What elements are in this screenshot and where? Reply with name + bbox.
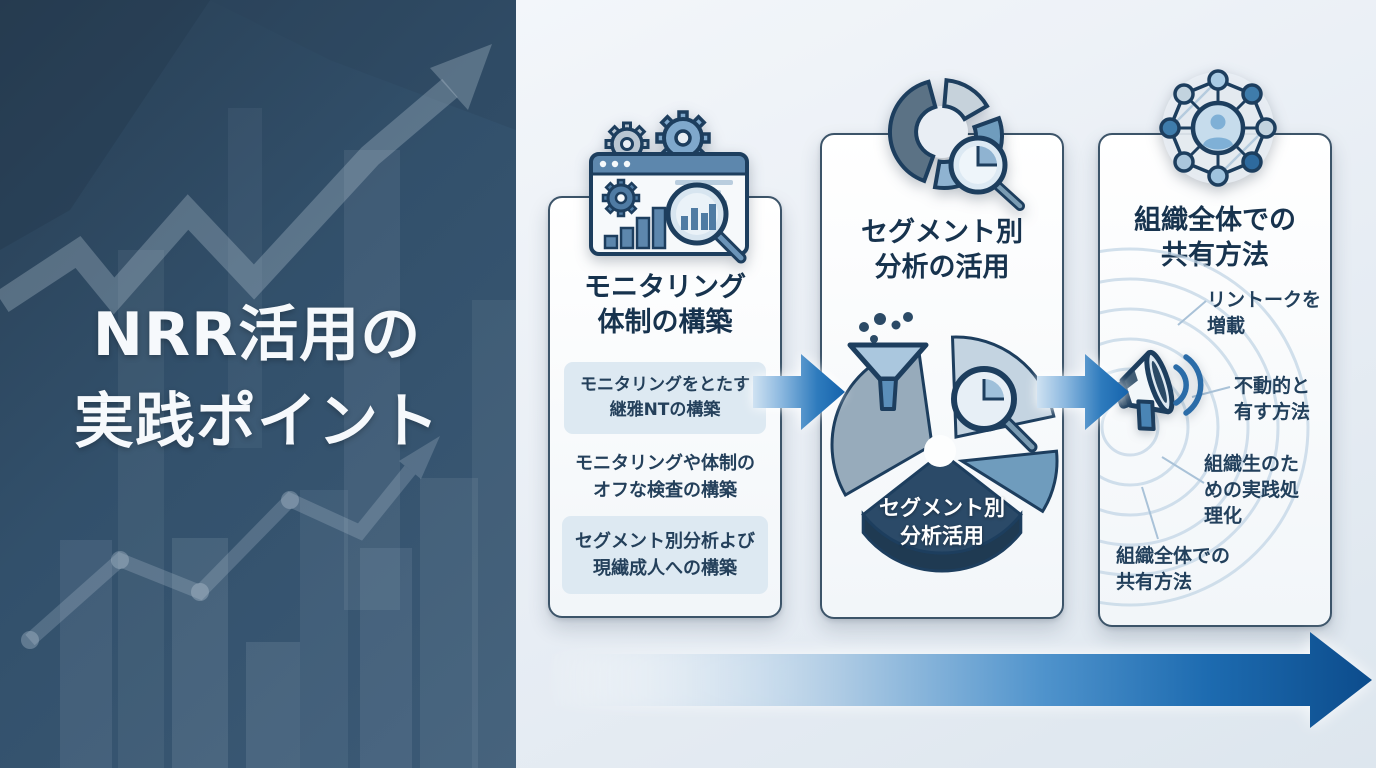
note-item-3: 組織生のた めの実践処 理化 — [1204, 453, 1300, 528]
page-title-line1: NRR活用の — [92, 300, 422, 370]
card1-text-2: モニタリングや体制の オフな検査の構築 — [575, 453, 755, 501]
card3-title-line1: 組織全体での — [1134, 205, 1296, 236]
note-item-1: リントークを 増載 — [1207, 289, 1322, 338]
magnifier-icon — [951, 366, 1038, 453]
rising-arrow-bottom — [21, 436, 440, 649]
note-item-2: 不動的と 有す方法 — [1234, 375, 1311, 424]
gear-icon — [655, 110, 711, 166]
bar-chart-icon — [603, 206, 667, 250]
content-panel: モニタリング 体制の構築 モニタリングをとたす 継雅NTの構築 モニタリングや体… — [516, 0, 1376, 768]
flow-arrow-2 — [1037, 354, 1129, 430]
card2-title-line2: 分析の活用 — [874, 252, 1010, 284]
person-icon — [1203, 114, 1233, 150]
left-panel: NRR活用の 実践ポイント — [0, 0, 516, 768]
flow-arrow-1 — [753, 354, 845, 430]
sound-waves-icon — [1173, 354, 1204, 416]
donut-chart-magnifier-icon — [888, 78, 1025, 211]
segment-pie-illustration — [830, 312, 1059, 573]
page-title-line2: 実践ポイント — [74, 387, 440, 457]
card1-title-line2: 体制の構築 — [597, 307, 733, 339]
growth-chart-art — [0, 0, 516, 768]
dashboard-gears-magnifier-icon — [589, 110, 749, 264]
card1-info-box-1: モニタリングをとたす 継雅NTの構築 — [564, 362, 766, 434]
page-title: NRR活用の 実践ポイント — [18, 292, 496, 466]
pie-label: セグメント別 分析活用 — [879, 496, 1005, 548]
gear-icon — [601, 178, 641, 218]
magnifier-icon — [948, 135, 1025, 211]
card1-title: モニタリング 体制の構築 — [550, 270, 780, 340]
card-org-sharing: 組織全体での 共有方法 リントークを 増載 — [1098, 133, 1332, 627]
card2-title: セグメント別 分析の活用 — [822, 215, 1062, 285]
rising-arrow-top — [0, 44, 492, 315]
timeline-arrow — [552, 632, 1372, 728]
card1-info-box-3: セグメント別分析よび 現繊成人への構築 — [562, 516, 768, 594]
card2-title-line1: セグメント別 — [861, 217, 1023, 248]
note-item-4: 組織全体での 共有方法 — [1116, 545, 1231, 594]
card-segment-analysis: セグメント別 分析の活用 — [820, 133, 1064, 619]
card-monitoring: モニタリング 体制の構築 モニタリングをとたす 継雅NTの構築 モニタリングや体… — [548, 196, 782, 618]
megaphone-icon — [1113, 349, 1204, 432]
network-people-icon — [1159, 69, 1277, 187]
magnifier-icon — [665, 182, 747, 264]
card1-title-line1: モニタリング — [584, 272, 746, 303]
browser-dots-icon — [599, 160, 631, 168]
funnel-icon — [847, 312, 929, 411]
